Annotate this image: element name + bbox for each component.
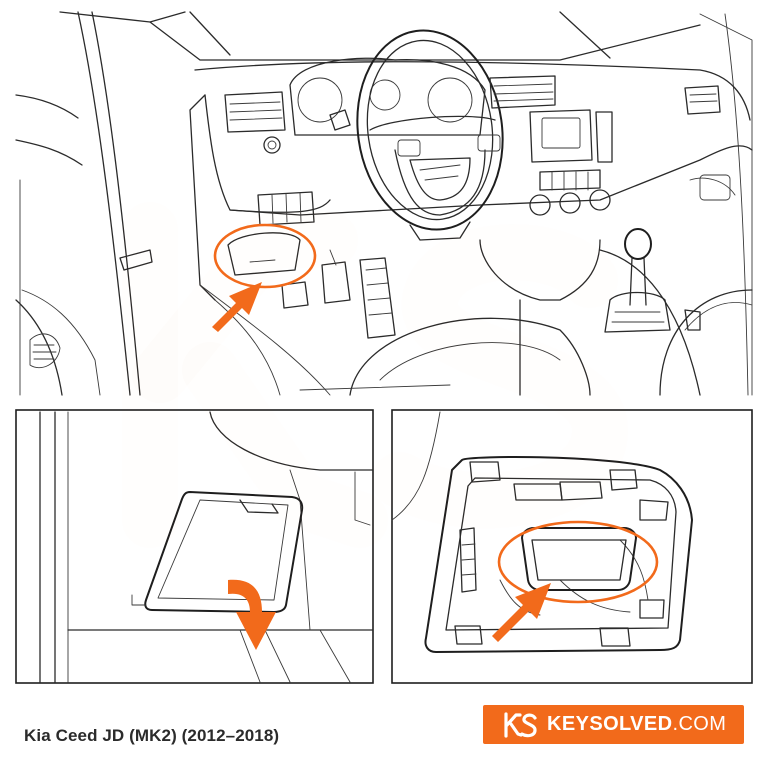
brand-wordmark: KEYSOLVED.COM (547, 713, 726, 736)
brand-name: KEYSOLVED (547, 713, 673, 735)
port-callout-icon (492, 520, 659, 642)
vehicle-caption: Kia Ceed JD (MK2) (2012–2018) (24, 726, 280, 745)
cover-detail-frame (15, 409, 374, 684)
orange-arrow-icon (492, 583, 551, 642)
brand-tld: .COM (672, 713, 727, 735)
top-callout-icon (212, 223, 317, 332)
curved-arrow-icon (228, 579, 276, 650)
brand-banner[interactable]: KEYSOLVED.COM (483, 705, 744, 744)
car-interior-illustration (15, 11, 753, 396)
obd-port-illustration (391, 411, 693, 653)
ks-logo-icon (504, 711, 537, 738)
orange-arrow-icon (212, 282, 262, 332)
